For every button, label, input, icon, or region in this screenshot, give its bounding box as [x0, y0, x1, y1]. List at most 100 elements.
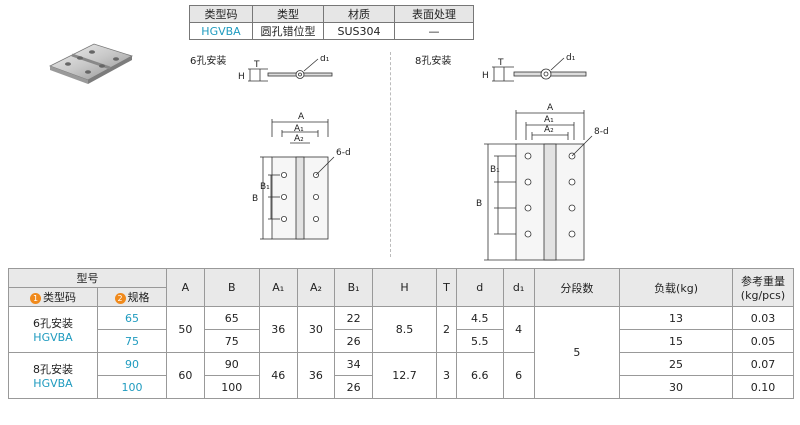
- badge-two: 2: [114, 292, 126, 304]
- load-cell: 15: [619, 329, 733, 353]
- six-hole-a-label: A: [298, 112, 305, 122]
- load-cell: 25: [619, 352, 733, 376]
- weight-cell: 0.07: [732, 352, 794, 376]
- group-2-a: 60: [166, 352, 205, 399]
- weight-cell: 0.03: [732, 306, 794, 330]
- eight-hole-a-label: A: [547, 103, 554, 113]
- type-spec-table: 类型码 类型 材质 表面处理 HGVBA 圆孔错位型 SUS304 —: [189, 5, 474, 40]
- group-2-a2: 36: [296, 352, 336, 399]
- six-hole-a1-label: A₁: [294, 124, 304, 134]
- model-header: 型号: [8, 268, 167, 288]
- six-hole-drawing: H T d₁ A A₁ A₂ B B₁ 6-d: [238, 55, 351, 240]
- load-cell: 30: [619, 375, 733, 399]
- type-header: 类型: [252, 5, 324, 23]
- col-segments-header: 分段数: [533, 268, 621, 307]
- group-1-d1: 4: [502, 306, 535, 353]
- eight-hole-drawing: H T d₁ A A₁ A₂ B B₁ 8-d: [476, 53, 609, 261]
- segments-cell: 5: [533, 306, 621, 399]
- group-1-a1: 36: [258, 306, 298, 353]
- group-2-t: 3: [435, 352, 458, 399]
- b-cell: 100: [203, 375, 260, 399]
- b1-cell: 34: [334, 352, 373, 376]
- col-load-header: 负载(kg): [619, 268, 733, 307]
- d-cell: 5.5: [456, 329, 504, 353]
- group-2-a1: 46: [258, 352, 298, 399]
- group-2-h: 12.7: [371, 352, 437, 399]
- table-row: 100 100 26 30 0.10: [9, 375, 794, 399]
- eight-hole-mounting-holes: [524, 152, 576, 238]
- eight-hole-a1-label: A₁: [544, 115, 554, 125]
- badge-one: 1: [30, 292, 41, 304]
- eight-hole-holes-label: 8-d: [594, 127, 609, 137]
- material-header: 材质: [323, 5, 395, 23]
- col-d-header: d: [456, 268, 504, 307]
- col-b1-header: B₁: [334, 268, 373, 307]
- group-2-d: 6.6: [456, 352, 504, 399]
- group-2-code: HGVBA: [33, 377, 73, 390]
- drawing-divider: [390, 52, 391, 257]
- b1-cell: 22: [334, 306, 373, 330]
- eight-hole-front-view: [484, 110, 585, 261]
- spec-header-row: 类型码 类型 材质 表面处理: [189, 5, 474, 23]
- col-d1-header: d₁: [502, 268, 535, 307]
- material-value: SUS304: [323, 22, 395, 40]
- six-hole-b1-label: B₁: [260, 182, 270, 192]
- b1-cell: 26: [334, 329, 373, 353]
- d-cell: 4.5: [456, 306, 504, 330]
- dimension-table: 型号 A B A₁ A₂ B₁ H T d d₁ 分段数 负载(kg) 参考重量…: [8, 268, 794, 399]
- b1-cell: 26: [334, 375, 373, 399]
- col-a-header: A: [166, 268, 205, 307]
- eight-hole-b-label: B: [476, 199, 482, 209]
- eight-hole-a2-label: A₂: [544, 125, 554, 135]
- six-hole-h-label: H: [238, 72, 245, 82]
- weight-cell: 0.10: [732, 375, 794, 399]
- group-1-install: 6孔安装: [33, 317, 73, 330]
- spec-cell: 100: [97, 375, 167, 399]
- col-b-header: B: [203, 268, 260, 307]
- group-1-a2: 30: [296, 306, 336, 353]
- load-cell: 13: [619, 306, 733, 330]
- group-1-t: 2: [435, 306, 458, 353]
- eight-hole-h-label: H: [482, 71, 489, 81]
- spec-cell: 90: [97, 352, 167, 376]
- six-hole-a2-label: A₂: [294, 134, 304, 144]
- six-hole-b-label: B: [252, 194, 258, 204]
- eight-hole-caption: 8孔安装: [415, 56, 452, 67]
- type-value: 圆孔错位型: [252, 22, 324, 40]
- surface-value: —: [394, 22, 474, 40]
- group-2-d1: 6: [502, 352, 535, 399]
- b-cell: 90: [203, 352, 260, 376]
- spec-cell: 65: [97, 306, 167, 330]
- col-h-header: H: [371, 268, 437, 307]
- table-row: 75 75 26 5.5 15 0.05: [9, 329, 794, 353]
- six-hole-side-view: [248, 58, 333, 82]
- b-cell: 75: [203, 329, 260, 353]
- spec-cell: 75: [97, 329, 167, 353]
- six-hole-d1-label: d₁: [320, 55, 330, 64]
- col-t-header: T: [435, 268, 458, 307]
- six-hole-t-label: T: [253, 60, 260, 70]
- group-1-a: 50: [166, 306, 205, 353]
- group-2-install: 8孔安装: [33, 363, 73, 376]
- hinge-photo: [48, 43, 134, 84]
- type-code-value: HGVBA: [189, 22, 253, 40]
- b-cell: 65: [203, 306, 260, 330]
- spec-subheader-label: 规格: [127, 291, 150, 304]
- spec-value-row: HGVBA 圆孔错位型 SUS304 —: [189, 22, 474, 40]
- surface-header: 表面处理: [394, 5, 474, 23]
- col-weight-header: 参考重量(kg/pcs): [732, 268, 794, 307]
- group-1-code: HGVBA: [33, 331, 73, 344]
- type-code-subheader-label: 类型码: [43, 291, 76, 304]
- eight-hole-b1-label: B₁: [490, 165, 500, 175]
- six-hole-holes-label: 6-d: [336, 148, 351, 158]
- type-code-header: 类型码: [189, 5, 253, 23]
- col-a2-header: A₂: [296, 268, 336, 307]
- six-hole-caption: 6孔安装: [190, 56, 227, 67]
